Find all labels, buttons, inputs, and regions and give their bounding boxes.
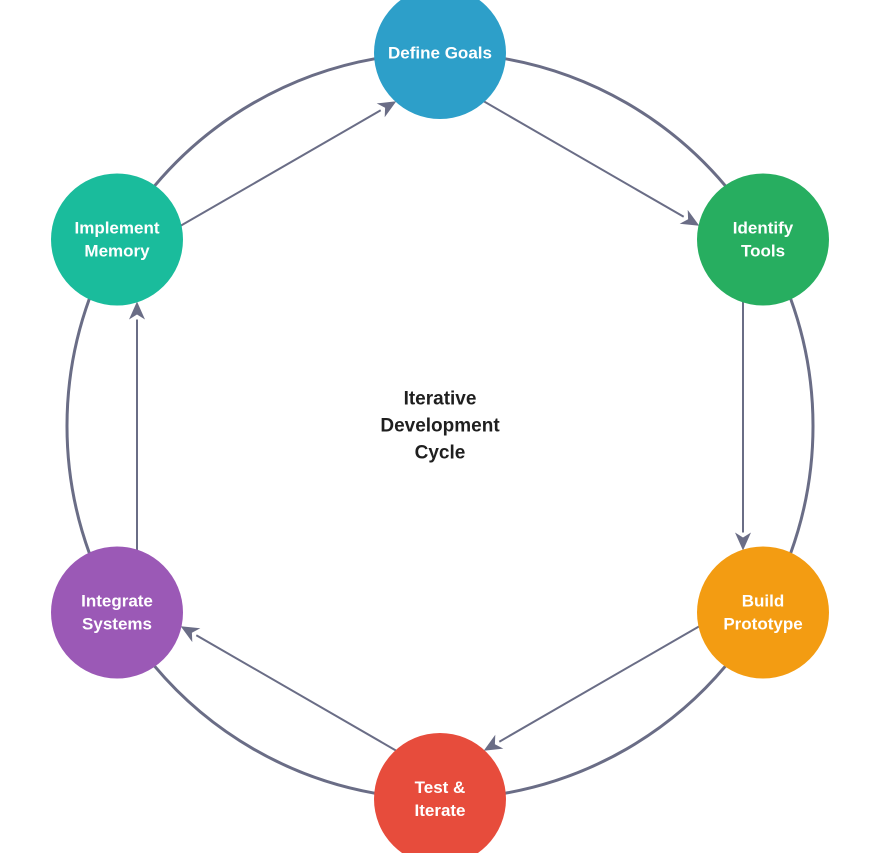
arrowhead-build-prototype bbox=[735, 532, 751, 551]
node-circle-implement-memory bbox=[51, 173, 183, 306]
node-label-build-prototype: Prototype bbox=[723, 615, 802, 634]
cycle-nodes: Define GoalsIdentifyToolsBuildPrototypeT… bbox=[51, 0, 829, 853]
node-label-integrate-systems: Integrate bbox=[81, 592, 153, 611]
connector-implement-memory-to-define-goals bbox=[178, 109, 382, 228]
node-label-implement-memory: Implement bbox=[74, 219, 159, 238]
center-title-line: Development bbox=[380, 416, 500, 437]
center-title-line: Cycle bbox=[415, 443, 466, 464]
node-circle-build-prototype bbox=[697, 546, 829, 679]
node-label-build-prototype: Build bbox=[742, 592, 785, 611]
ring-arc-segment bbox=[789, 297, 815, 555]
connector-define-goals-to-identify-tools bbox=[481, 99, 685, 218]
ring-arc-segment bbox=[153, 664, 376, 795]
arrowhead-integrate-systems bbox=[180, 626, 201, 643]
ring-arc-segment bbox=[504, 664, 727, 795]
arrowhead-define-goals bbox=[376, 101, 397, 118]
node-test-iterate: Test & Iterate bbox=[374, 733, 506, 853]
node-label-define-goals: Define Goals bbox=[388, 44, 492, 63]
arrowhead-implement-memory bbox=[129, 301, 145, 320]
node-label-test-iterate: Iterate bbox=[414, 801, 465, 820]
center-title-line: Iterative bbox=[404, 389, 477, 410]
node-circle-define-goals bbox=[374, 0, 506, 119]
cycle-ring bbox=[65, 57, 815, 795]
ring-arc-segment bbox=[153, 57, 376, 188]
node-circle-identify-tools bbox=[697, 173, 829, 306]
node-label-identify-tools: Identify bbox=[733, 219, 794, 238]
connector-test-iterate-to-integrate-systems bbox=[195, 634, 399, 753]
ring-arc-segment bbox=[504, 57, 727, 188]
node-label-integrate-systems: Systems bbox=[82, 615, 152, 634]
node-circle-test-iterate bbox=[374, 733, 506, 853]
node-label-identify-tools: Tools bbox=[741, 242, 785, 261]
cycle-connectors bbox=[129, 99, 751, 753]
node-label-test-iterate: Test & bbox=[415, 778, 466, 797]
node-label-implement-memory: Memory bbox=[84, 242, 150, 261]
node-define-goals: Define Goals bbox=[374, 0, 506, 119]
node-circle-integrate-systems bbox=[51, 546, 183, 679]
arrowhead-identify-tools bbox=[679, 209, 700, 226]
connector-build-prototype-to-test-iterate bbox=[498, 624, 702, 743]
ring-arc-segment bbox=[65, 297, 91, 555]
arrowhead-test-iterate bbox=[483, 734, 504, 751]
